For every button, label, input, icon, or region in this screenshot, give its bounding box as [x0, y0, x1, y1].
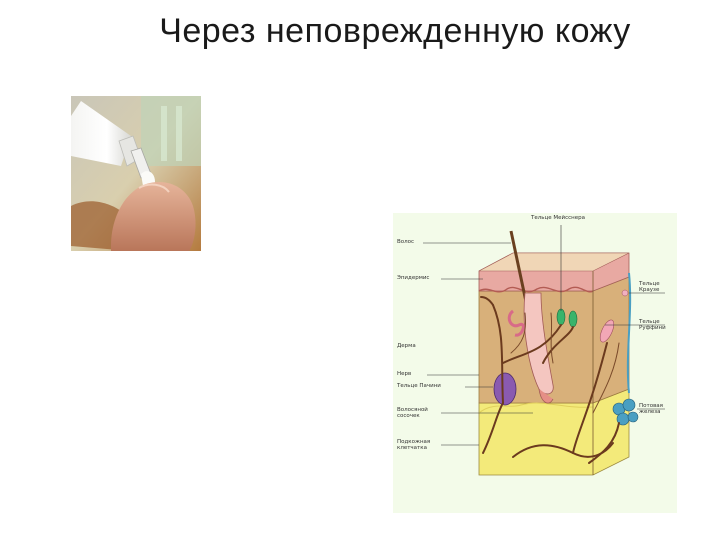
label-dermis: Дерма	[397, 343, 416, 349]
label-krause: Тельце Краузе	[639, 281, 660, 293]
slide-title: Через неповрежденную кожу	[159, 12, 631, 50]
label-meissner: Тельце Мейсснера	[531, 215, 585, 221]
label-papilla: Волосяной сосочек	[397, 407, 428, 419]
skin-cross-section-drawing	[423, 225, 665, 476]
ointment-photo	[71, 96, 201, 251]
label-nerve: Нерв	[397, 371, 412, 377]
label-hair: Волос	[397, 239, 415, 245]
label-epidermis: Эпидермис	[397, 275, 430, 281]
label-subcutis: Подкожная клетчатка	[397, 439, 431, 451]
label-sweat-gland: Потовая железа	[639, 403, 663, 415]
label-pacini: Тельце Пачини	[397, 383, 441, 389]
skin-cross-section-diagram: Тельце Мейсснера Волос Эпидермис Дерма Н…	[393, 213, 677, 513]
ointment-photo-image	[71, 96, 201, 251]
label-ruffini: Тельце Руффини	[639, 319, 666, 331]
